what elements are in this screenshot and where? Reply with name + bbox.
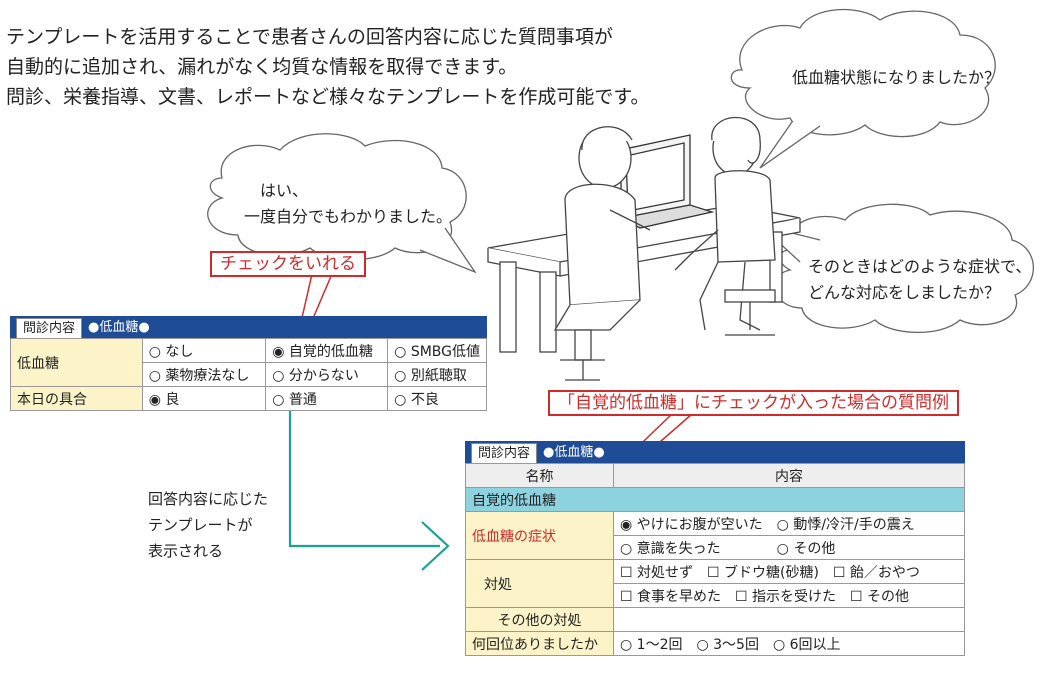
section-header: 自覚的低血糖 [465,487,965,512]
intro-text: テンプレートを活用することで患者さんの回答内容に応じた質問事項が 自動的に追加さ… [6,22,686,112]
tab-interview[interactable]: 問診内容 [471,443,538,463]
arrowhead-icon [421,521,450,571]
bubble-followup-line1: そのときはどのような症状で、 [808,257,1032,276]
action-checkboxes[interactable]: ☐ 食事を早めた ☐ 指示を受けた ☐ その他 [613,583,965,608]
question-label: 対処 [465,559,614,608]
radio-aware-hypo[interactable]: ◉ 自覚的低血糖 [265,338,389,363]
questionnaire-panel: 問診内容 ●低血糖● 低血糖 ○ なし ◉ 自覚的低血糖 ○ SMBG低値 ○ … [10,316,487,411]
other-action-field[interactable] [613,607,965,632]
tab-hypoglycemia[interactable]: ●低血糖● [543,445,605,460]
speech-bubble-top-right [730,8,996,138]
intro-line: テンプレートを活用することで患者さんの回答内容に応じた質問事項が [6,26,613,48]
symptom-options[interactable]: ○ 意識を失った ○ その他 [613,535,965,560]
question-label: その他の対処 [465,607,614,632]
symptom-options[interactable]: ◉ やけにお腹が空いた ○ 動悸/冷汗/手の震え [613,511,965,536]
radio-none[interactable]: ○ なし [141,338,267,363]
intro-line: 問診、栄養指導、文書、レポートなど様々なテンプレートを作成可能です。 [6,86,650,108]
example-label: 「自覚的低血糖」にチェックが入った場合の質問例 [548,390,959,416]
column-header-content: 内容 [613,463,965,488]
radio-good[interactable]: ◉ 良 [141,386,267,411]
question-label: 低血糖の症状 [465,511,614,560]
check-instruction-label: チェックをいれる [210,251,366,277]
frequency-options[interactable]: ○ 1～2回 ○ 3～5回 ○ 6回以上 [613,631,965,656]
caption-line: テンプレートが [148,516,253,534]
speech-bubble-patient [207,133,467,261]
bubble-followup-line2: どんな対応をしましたか？ [808,283,1001,302]
followup-table: 名称 内容 自覚的低血糖 低血糖の症状 ◉ やけにお腹が空いた ○ 動悸/冷汗/… [465,463,965,656]
caption-line: 表示される [148,542,224,560]
tab-bar: 問診内容 ●低血糖● [10,316,487,338]
caption: 回答内容に応じた テンプレートが 表示される [148,486,268,564]
tab-bar: 問診内容 ●低血糖● [465,441,965,463]
connector-arrow [288,378,440,548]
bubble-question-text: 低血糖状態になりましたか？ [792,68,1001,87]
woman-illustration [674,116,776,336]
caption-line: 回答内容に応じた [148,490,269,508]
radio-poor[interactable]: ○ 不良 [387,386,487,411]
radio-separate-sheet[interactable]: ○ 別紙聴取 [387,362,487,387]
column-header-name: 名称 [465,463,614,488]
laptop-illustration [619,134,715,229]
question-label: 本日の具合 [10,386,143,411]
question-table: 低血糖 ○ なし ◉ 自覚的低血糖 ○ SMBG低値 ○ 薬物療法なし ○ 分か… [10,338,487,411]
tab-interview[interactable]: 問診内容 [16,318,83,338]
question-label: 何回位ありましたか [465,631,614,656]
radio-unknown[interactable]: ○ 分からない [265,362,389,387]
action-checkboxes[interactable]: ☐ 対処せず ☐ ブドウ糖(砂糖) ☐ 飴／おやつ [613,559,965,584]
radio-no-medication[interactable]: ○ 薬物療法なし [141,362,267,387]
radio-normal[interactable]: ○ 普通 [265,386,389,411]
man-illustration [553,126,651,381]
intro-line: 自動的に追加され、漏れがなく均質な情報を取得できます。 [6,56,518,78]
radio-smbg-low[interactable]: ○ SMBG低値 [387,338,487,363]
bubble-answer-line2: 一度自分でもわかりました。 [244,207,453,226]
bubble-answer-line1: はい、 [260,181,309,200]
followup-panel: 問診内容 ●低血糖● 名称 内容 自覚的低血糖 低血糖の症状 ◉ やけにお腹が空… [465,441,965,656]
tab-hypoglycemia[interactable]: ●低血糖● [88,320,150,335]
question-label: 低血糖 [10,338,143,387]
